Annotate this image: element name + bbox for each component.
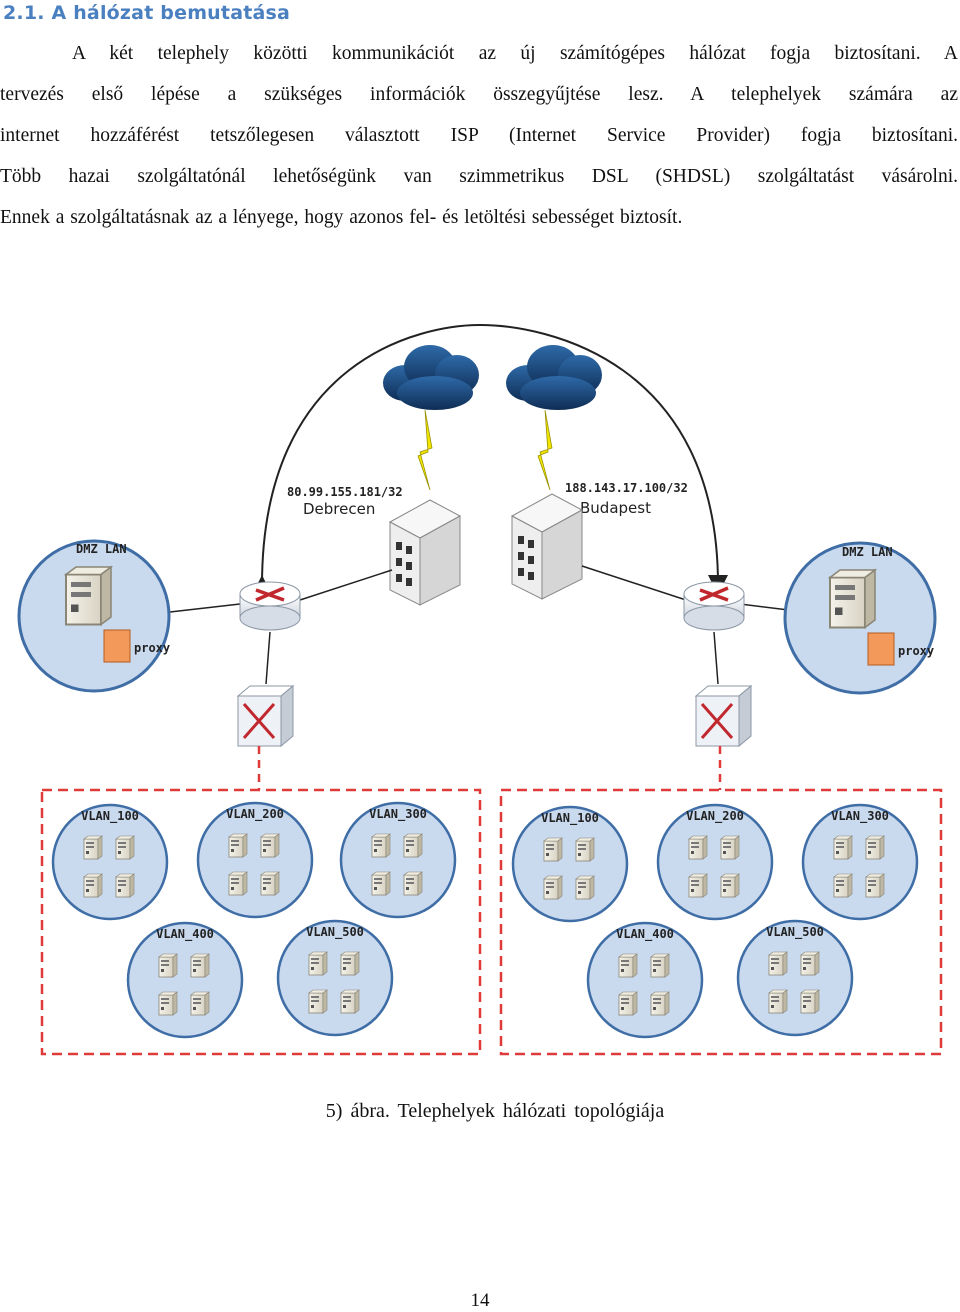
server-icon bbox=[828, 568, 877, 629]
paragraph-line: internet hozzáférést tetszőlegesen válas… bbox=[0, 125, 958, 146]
vlan-zone: VLAN_300 bbox=[801, 803, 919, 921]
server-icon bbox=[833, 835, 853, 860]
vlan-zone: VLAN_300 bbox=[339, 801, 457, 919]
section-heading: 2.1. A hálózat bemutatása bbox=[3, 2, 291, 24]
server-icon bbox=[720, 873, 740, 898]
server-icon bbox=[720, 835, 740, 860]
server-icon bbox=[115, 835, 135, 860]
paragraph-line: Ennek a szolgáltatásnak az a lényege, ho… bbox=[0, 207, 683, 228]
server-icon bbox=[83, 835, 103, 860]
figure-caption: 5) ábra. Telephelyek hálózati topológiáj… bbox=[325, 1100, 665, 1122]
server-icon bbox=[371, 833, 391, 858]
vlan-zone: VLAN_100 bbox=[511, 805, 629, 923]
vlan-label: VLAN_300 bbox=[369, 807, 427, 822]
server-icon bbox=[575, 875, 595, 900]
lightning-icon bbox=[417, 409, 433, 491]
server-icon bbox=[650, 953, 670, 978]
server-icon bbox=[158, 953, 178, 978]
server-icon bbox=[371, 871, 391, 896]
vlan-label: VLAN_400 bbox=[616, 927, 674, 942]
server-icon bbox=[308, 951, 328, 976]
vlan-label: VLAN_200 bbox=[686, 809, 744, 824]
server-icon bbox=[543, 875, 563, 900]
server-icon bbox=[228, 833, 248, 858]
intro-paragraph: A két telephely közötti kommunikációt az… bbox=[0, 44, 958, 249]
firewall-icon bbox=[103, 629, 131, 663]
vlan-zone: VLAN_100 bbox=[51, 803, 169, 921]
server-icon bbox=[688, 873, 708, 898]
site-name-label: Budapest bbox=[580, 499, 651, 517]
server-icon bbox=[768, 989, 788, 1014]
server-icon bbox=[260, 833, 280, 858]
server-icon bbox=[403, 871, 423, 896]
server-icon bbox=[575, 837, 595, 862]
proxy-label: proxy bbox=[134, 641, 170, 655]
server-icon bbox=[158, 991, 178, 1016]
switch-icon bbox=[694, 684, 753, 748]
dmz-zone: DMZ LAN proxy bbox=[17, 539, 171, 693]
vlan-zone: VLAN_500 bbox=[736, 919, 854, 1037]
cloud-icon bbox=[383, 345, 479, 410]
isp-ip-label: 80.99.155.181/32 bbox=[287, 485, 403, 499]
router-icon bbox=[683, 581, 745, 631]
server-icon bbox=[340, 951, 360, 976]
cloud-icon bbox=[506, 345, 602, 410]
dmz-zone: DMZ LAN proxy bbox=[783, 541, 937, 695]
server-icon bbox=[190, 953, 210, 978]
vlan-label: VLAN_300 bbox=[831, 809, 889, 824]
server-icon bbox=[618, 953, 638, 978]
vlan-label: VLAN_100 bbox=[81, 809, 139, 824]
switch-icon bbox=[236, 684, 295, 748]
server-icon bbox=[403, 833, 423, 858]
vlan-label: VLAN_200 bbox=[226, 807, 284, 822]
paragraph-line: A két telephely közötti kommunikációt az… bbox=[72, 43, 958, 64]
server-icon bbox=[865, 835, 885, 860]
network-topology-diagram: 80.99.155.181/32 Debrecen 188.143.17.100… bbox=[17, 323, 943, 1056]
site-to-site-link bbox=[251, 323, 728, 596]
server-icon bbox=[64, 565, 113, 626]
server-icon bbox=[800, 951, 820, 976]
isp-building-icon bbox=[388, 499, 462, 606]
vlan-zone: VLAN_200 bbox=[196, 801, 314, 919]
paragraph-line: tervezés első lépése a szükséges informá… bbox=[0, 84, 958, 105]
vlan-label: VLAN_500 bbox=[766, 925, 824, 940]
server-icon bbox=[865, 873, 885, 898]
proxy-label: proxy bbox=[898, 644, 934, 658]
server-icon bbox=[83, 873, 103, 898]
vlan-label: VLAN_400 bbox=[156, 927, 214, 942]
server-icon bbox=[190, 991, 210, 1016]
server-icon bbox=[228, 871, 248, 896]
dmz-label: DMZ LAN bbox=[842, 545, 893, 559]
vlan-label: VLAN_100 bbox=[541, 811, 599, 826]
isp-ip-label: 188.143.17.100/32 bbox=[565, 481, 688, 495]
vlan-zone: VLAN_400 bbox=[126, 921, 244, 1039]
vlan-zone: VLAN_400 bbox=[586, 921, 704, 1039]
firewall-icon bbox=[867, 632, 895, 666]
site-name-label: Debrecen bbox=[303, 500, 375, 518]
paragraph-line: Több hazai szolgáltatónál lehetőségünk v… bbox=[0, 166, 958, 187]
lan-region-debrecen bbox=[40, 788, 482, 1056]
server-icon bbox=[768, 951, 788, 976]
server-icon bbox=[340, 989, 360, 1014]
server-icon bbox=[115, 873, 135, 898]
server-icon bbox=[543, 837, 563, 862]
server-icon bbox=[833, 873, 853, 898]
router-icon bbox=[239, 581, 301, 631]
dmz-label: DMZ LAN bbox=[76, 542, 127, 556]
lightning-icon bbox=[537, 409, 553, 491]
server-icon bbox=[618, 991, 638, 1016]
server-icon bbox=[800, 989, 820, 1014]
page-number: 14 bbox=[470, 1290, 490, 1311]
vlan-label: VLAN_500 bbox=[306, 925, 364, 940]
server-icon bbox=[650, 991, 670, 1016]
server-icon bbox=[308, 989, 328, 1014]
isp-building-icon bbox=[510, 493, 584, 600]
server-icon bbox=[260, 871, 280, 896]
vlan-zone: VLAN_500 bbox=[276, 919, 394, 1037]
vlan-zone: VLAN_200 bbox=[656, 803, 774, 921]
server-icon bbox=[688, 835, 708, 860]
